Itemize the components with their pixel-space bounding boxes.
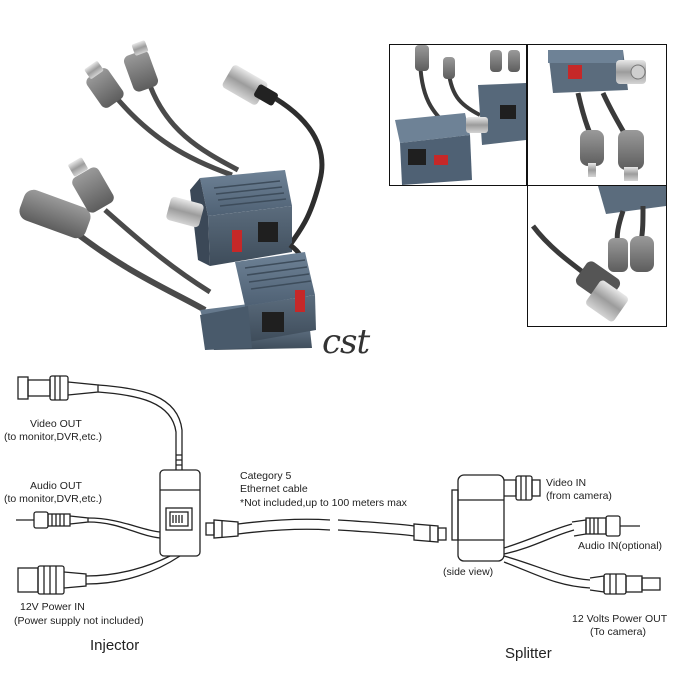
injector-title: Injector — [90, 637, 140, 654]
watermark: cst — [322, 322, 370, 362]
side-view-label: (side view) — [443, 566, 494, 578]
dc-power-out-icon — [589, 573, 661, 595]
bnc-video-out-icon — [17, 375, 99, 401]
cable-label-2: Ethernet cable — [240, 483, 308, 495]
cat5-plug-right-icon — [413, 523, 447, 543]
balun-box-lower — [200, 252, 316, 350]
rca-plug-icon — [123, 40, 159, 92]
video-in-label: Video IN — [546, 477, 587, 489]
rca-audio-out-icon — [16, 511, 89, 529]
video-out-label: Video OUT — [30, 418, 82, 430]
audio-out-label: Audio OUT — [30, 480, 82, 492]
power-out-sublabel: (To camera) — [590, 626, 647, 638]
inset-photo-top-left — [389, 44, 527, 186]
wiring-diagram — [16, 375, 661, 595]
dc-jack-icon — [19, 189, 91, 239]
power-out-label: 12 Volts Power OUT — [572, 613, 668, 625]
inset-photo-bottom-right — [527, 185, 667, 327]
video-out-sublabel: (to monitor,DVR,etc.) — [4, 431, 103, 443]
audio-in-label: Audio IN(optional) — [578, 540, 663, 552]
power-in-sublabel: (Power supply not included) — [14, 615, 144, 627]
cat5-plug-left-icon — [205, 519, 239, 539]
power-in-label: 12V Power IN — [20, 601, 85, 613]
cable-label-3: *Not included,up to 100 meters max — [240, 497, 407, 509]
dc-plug-icon — [84, 61, 124, 108]
balun-box-upper — [190, 170, 292, 266]
rca-audio-in-icon — [571, 515, 640, 537]
splitter-title: Splitter — [505, 645, 552, 662]
video-in-sublabel: (from camera) — [546, 490, 612, 502]
bnc-connector-icon — [222, 65, 278, 106]
bnc-video-in-icon — [504, 475, 541, 501]
splitter-box — [451, 474, 505, 562]
inset-photo-top-right — [527, 44, 667, 186]
dc-power-in-icon — [17, 565, 87, 595]
cable-label-1: Category 5 — [240, 470, 292, 482]
product-photo — [19, 40, 325, 350]
rca-plug-icon — [68, 157, 114, 213]
audio-out-sublabel: (to monitor,DVR,etc.) — [4, 493, 103, 505]
